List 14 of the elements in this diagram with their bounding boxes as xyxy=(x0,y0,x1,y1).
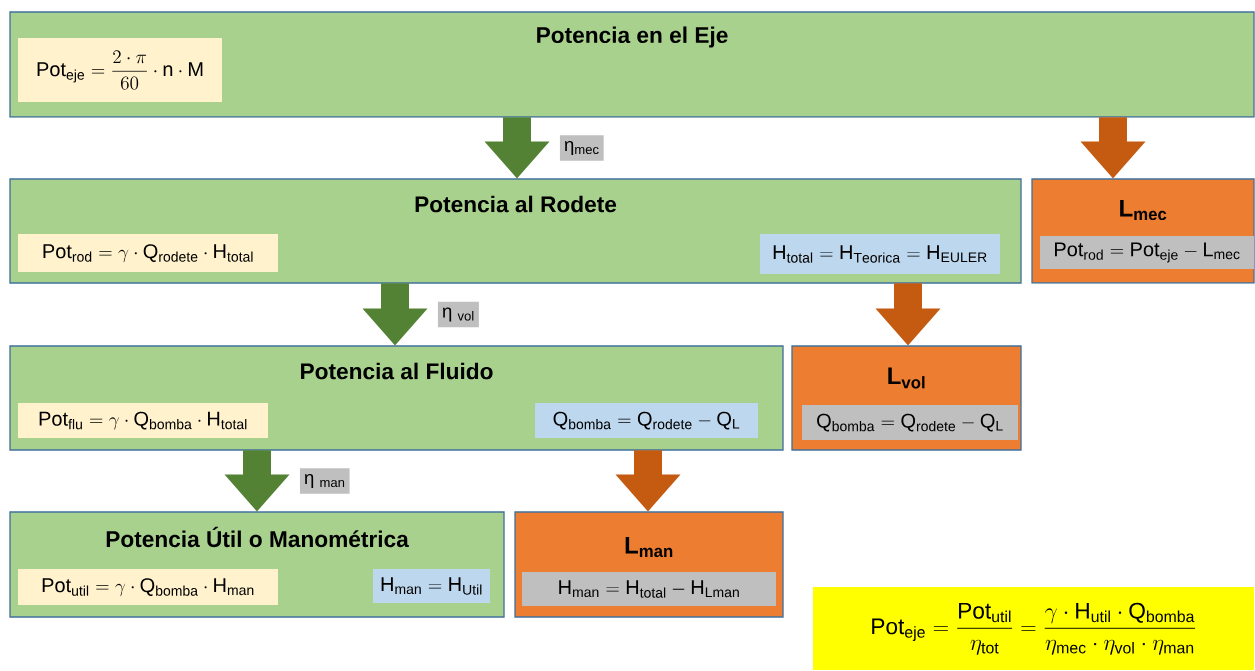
formula-box: $\mathrm{Q}_{\mathrm{bomba}}=\mathrm{Q}_{\mathrm{rodete}}-\mathrm{Q}_{\mathrm{L}}$ xyxy=(802,405,1018,440)
edge-label: η$_{mec}$ xyxy=(559,135,604,161)
formula-box: $\mathrm{Pot}_{\mathrm{rod}}=\mathrm{Pot}_{\mathrm{eje}}-\mathrm{L}_{\mathrm{mec}}$ xyxy=(1040,236,1254,269)
formula-box: $\mathrm{Pot}_{\mathrm{rod}}=\gamma\cdot\mathrm{Q}_{\mathrm{rodete}}\cdot\mathrm{H}_{\mathrm{total}}$ xyxy=(18,234,278,272)
formula-box: $\mathrm{Q}_{\mathrm{bomba}}=\mathrm{Q}_{\mathrm{rodete}}-\mathrm{Q}_{\mathrm{L}}$ xyxy=(535,403,758,438)
formula-box: $\mathrm{Pot}_{\mathrm{eje}}=\frac{\mathrm{Pot}_{\mathrm{util}}}{\eta_{\mathrm{tot}}}=\frac{\gamma\cdot\mathrm{H}_{\mathrm{util}}\cdot\mathrm{Q}_{\mathrm{bomba}}}{\eta_{\mathrm{mec}}\cdot\eta_{\mathrm{vol}}\cdot\eta_{\mathrm{man}}}$ xyxy=(813,587,1254,670)
formula-box: $\mathrm{Pot}_{\mathrm{util}}=\gamma\cdot\mathrm{Q}_{\mathrm{bomba}}\cdot\mathrm{H}_{\mathrm{man}}$ xyxy=(18,569,278,605)
formula-box: $\mathrm{Pot}_{\mathrm{flu}}=\gamma\cdot\mathrm{Q}_{\mathrm{bomba}}\cdot\mathrm{H}_{\mathrm{total}}$ xyxy=(18,403,268,438)
formula-box: $\mathrm{H}_{\mathrm{total}}=\mathrm{H}_{\mathrm{Teorica}}=\mathrm{H}_{\mathrm{EULER}}$ xyxy=(760,234,1000,274)
formula-box: $\mathrm{H}_{\mathrm{man}}=\mathrm{H}_{\mathrm{Util}}$ xyxy=(373,569,490,603)
formula-box: $\mathrm{H}_{\mathrm{man}}=\mathrm{H}_{\mathrm{total}}-\mathrm{H}_{\mathrm{Lman}}$ xyxy=(522,572,776,606)
edge-label: η $_{man}$ xyxy=(299,468,350,494)
edge-label: η $_{vol}$ xyxy=(437,301,479,328)
formula-box: $\mathrm{Pot}_{\mathrm{eje}}=\frac{2\cdot\pi}{60}\cdot\mathrm{n}\cdot\mathrm{M}$ xyxy=(18,38,222,102)
